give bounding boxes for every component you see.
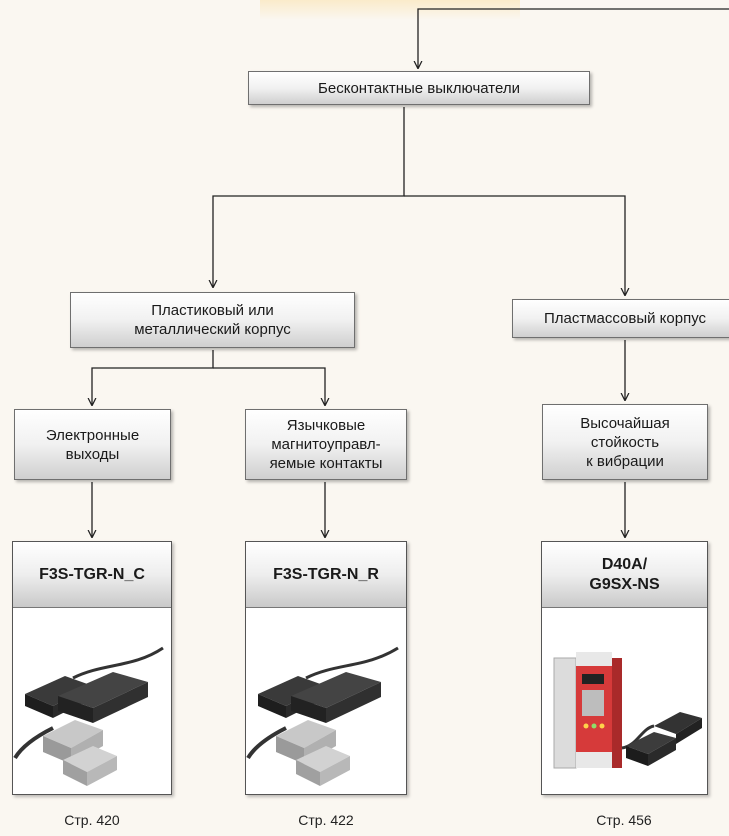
left-branch-reed-connector: [213, 367, 325, 405]
safety-controller-image: [542, 608, 707, 794]
subtype-node-reed-contacts: Язычковые магнитоуправл- яемые контакты: [245, 409, 407, 480]
top-glow-decoration: [260, 0, 520, 20]
product-card-f3s-tgr-n-c: F3S-TGR-N_C: [12, 541, 172, 795]
product-page-ref: Стр. 456: [596, 812, 652, 828]
subtype-node-vibration-resistance: Высочайшая стойкость к вибрации: [542, 404, 708, 480]
product-card-d40a-g9sx-ns: D40A/ G9SX-NS: [541, 541, 708, 795]
product-model: D40A/ G9SX-NS: [542, 542, 707, 608]
product-page-ref: Стр. 422: [298, 812, 354, 828]
subtype-node-electronic-outputs: Электронные выходы: [14, 409, 171, 480]
product-model: F3S-TGR-N_C: [13, 542, 171, 608]
incoming-connector: [418, 8, 729, 68]
branch-node-plastic-or-metal-housing: Пластиковый или металлический корпус: [70, 292, 355, 348]
magnetic-sensor-image: [246, 608, 406, 794]
product-page-ref: Стр. 420: [64, 812, 120, 828]
root-connector: [213, 107, 405, 287]
product-model: F3S-TGR-N_R: [246, 542, 406, 608]
branch-node-plastic-housing: Пластмассовый корпус: [512, 299, 729, 338]
root-node-contactless-switches: Бесконтактные выключатели: [248, 71, 590, 105]
magnetic-sensor-image: [13, 608, 171, 794]
product-card-f3s-tgr-n-r: F3S-TGR-N_R: [245, 541, 407, 795]
left-branch-connector: [92, 350, 214, 405]
root-right-connector: [404, 195, 625, 295]
